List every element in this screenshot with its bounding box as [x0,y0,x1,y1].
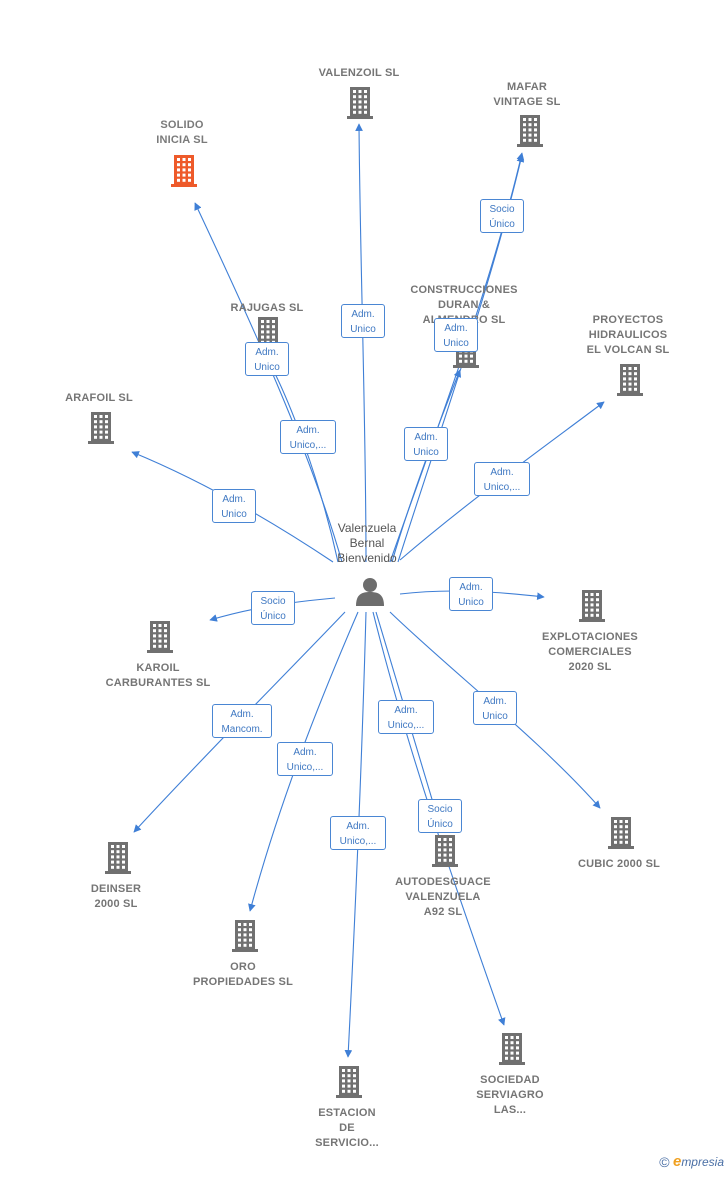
building-icon-valenzoil[interactable] [347,87,373,119]
company-label-arafoil[interactable]: ARAFOIL SL [65,392,133,404]
relation-label-r-proyectos[interactable]: Adm. Unico,... [474,462,530,496]
company-label-deinser[interactable]: DEINSER 2000 SL [90,883,142,910]
relation-label-r-solido[interactable]: Adm. Unico,... [280,420,336,454]
relation-label-r-cubic[interactable]: Adm. Unico [473,691,517,725]
graph-nodes [88,87,643,1098]
building-icon-solido[interactable] [171,155,197,187]
relation-label-r-construcciones[interactable]: Adm. Unico [404,427,448,461]
relation-label-r-mafar-2[interactable]: Adm. Unico [434,318,478,352]
relation-label-r-rajugas[interactable]: Adm. Unico [245,342,289,376]
relation-label-r-valenzoil[interactable]: Adm. Unico [341,304,385,338]
relation-label-r-estacion[interactable]: Adm. Unico,... [330,816,386,850]
edge-r-valenzoil [355,123,367,563]
building-icon-estacion[interactable] [336,1066,362,1098]
relation-label-r-autodesguace-1[interactable]: Adm. Unico,... [378,700,434,734]
footer-brand: © empresia [659,1153,724,1170]
building-icon-oro[interactable] [232,920,258,952]
relation-label-r-autodesguace-2[interactable]: Socio Único [418,799,462,833]
relation-label-r-explotaciones[interactable]: Adm. Unico [449,577,493,611]
building-icon-deinser[interactable] [105,842,131,874]
building-icon-proyectos[interactable] [617,364,643,396]
person-name[interactable]: Valenzuela Bernal Bienvenido [337,521,397,565]
company-label-solido[interactable]: SOLIDO INICIA SL [156,119,208,146]
company-label-rajugas[interactable]: RAJUGAS SL [230,302,304,314]
edge-r-solido [194,202,343,563]
company-label-karoil[interactable]: KAROIL CARBURANTES SL [105,662,211,689]
building-icon-cubic[interactable] [608,817,634,849]
edge-r-construcciones [391,369,462,563]
relation-label-r-karoil[interactable]: Socio Único [251,591,295,625]
person-icon[interactable] [356,578,384,606]
building-icon-sociedad[interactable] [499,1033,525,1065]
relation-label-r-arafoil[interactable]: Adm. Unico [212,489,256,523]
building-icon-mafar[interactable] [517,115,543,147]
company-label-proyectos[interactable]: PROYECTOS HIDRAULICOS EL VOLCAN SL [586,314,670,356]
company-label-sociedad[interactable]: SOCIEDAD SERVIAGRO LAS... [476,1074,544,1116]
relation-label-r-oro[interactable]: Adm. Unico,... [277,742,333,776]
company-label-mafar[interactable]: MAFAR VINTAGE SL [493,81,561,108]
copyright-symbol: © [659,1154,670,1170]
relation-label-r-deinser[interactable]: Adm. Mancom. [212,704,272,738]
building-icon-explotaciones[interactable] [579,590,605,622]
company-label-explotaciones[interactable]: EXPLOTACIONES COMERCIALES 2020 SL [542,631,638,673]
brand-initial: e [672,1153,682,1170]
building-icon-autodesguace[interactable] [432,835,458,867]
building-icon-arafoil[interactable] [88,412,114,444]
company-label-estacion[interactable]: ESTACION DE SERVICIO... [315,1107,379,1149]
relation-label-r-mafar-1[interactable]: Socio Único [480,199,524,233]
company-label-oro[interactable]: ORO PROPIEDADES SL [193,961,293,988]
company-label-valenzoil[interactable]: VALENZOIL SL [318,67,400,79]
building-icon-karoil[interactable] [147,621,173,653]
brand-name: mpresia [681,1155,724,1169]
company-label-autodesguace[interactable]: AUTODESGUACE VALENZUELA A92 SL [395,876,491,918]
company-label-cubic[interactable]: CUBIC 2000 SL [577,858,661,870]
